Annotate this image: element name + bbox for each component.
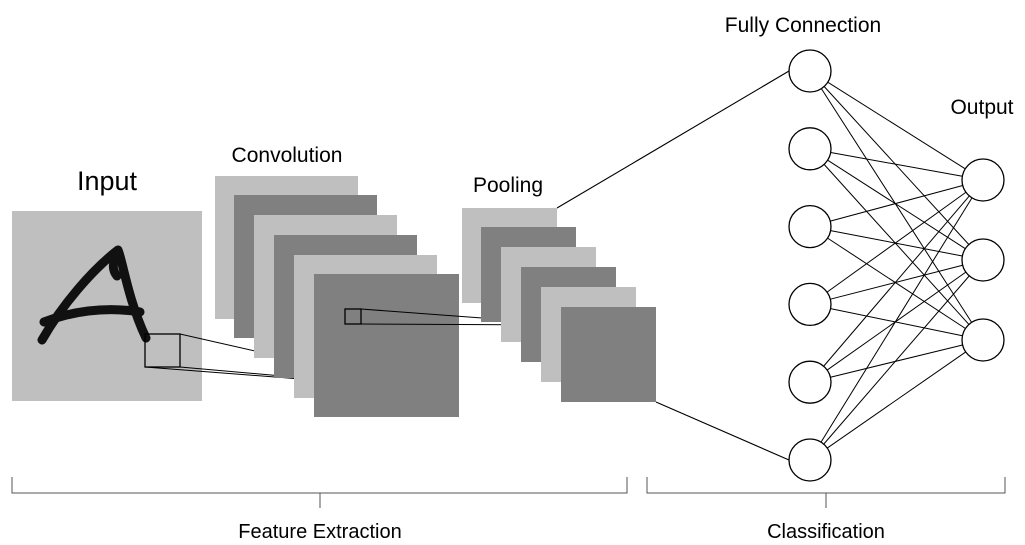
- network-edge: [823, 86, 970, 245]
- receptive-field-box: [144, 333, 181, 368]
- fully-connection-label: Fully Connection: [725, 14, 881, 37]
- flatten-line-bottom: [655, 401, 790, 461]
- pool-window-box: [344, 308, 362, 325]
- output-node: [961, 318, 1005, 362]
- network-edge: [820, 197, 973, 443]
- classification-brace: [646, 477, 1006, 508]
- fully-connected-node: [788, 282, 832, 327]
- network-edge: [830, 264, 963, 300]
- pooling-label: Pooling: [473, 174, 543, 197]
- fully-connected-node: [788, 438, 832, 482]
- convolution-label: Convolution: [232, 144, 343, 167]
- conv-feature-map: [314, 274, 459, 417]
- fully-connected-node: [788, 49, 832, 93]
- feature-extraction-brace: [11, 477, 628, 508]
- output-node: [961, 238, 1005, 282]
- classification-label: Classification: [767, 521, 885, 543]
- network-edge: [826, 351, 967, 449]
- network-edge: [830, 184, 963, 222]
- fully-connected-node: [788, 360, 832, 404]
- network-edge: [823, 195, 970, 367]
- network-edge: [823, 164, 970, 325]
- network-nodes: [788, 49, 1005, 482]
- network-edge: [826, 191, 967, 293]
- pool-feature-map: [561, 307, 656, 402]
- input-label: Input: [77, 166, 138, 196]
- flatten-line-top: [556, 70, 790, 209]
- network-edge: [830, 230, 963, 257]
- network-edge: [830, 308, 963, 337]
- pooling-stack: [462, 208, 656, 402]
- fully-connected-node: [788, 127, 832, 171]
- fully-connected-node: [788, 204, 832, 249]
- input-block: [12, 211, 419, 401]
- network-edges: [820, 81, 973, 449]
- handwritten-a-glyph: [37, 245, 151, 345]
- network-edge: [830, 344, 963, 378]
- network-edge: [827, 81, 966, 170]
- network-edge: [827, 159, 966, 250]
- network-edge: [827, 237, 966, 329]
- network-edge: [830, 152, 963, 177]
- output-node: [961, 158, 1005, 202]
- output-label: Output: [950, 96, 1013, 119]
- network-edge: [820, 88, 973, 323]
- convolution-stack: [215, 176, 577, 417]
- network-edge: [826, 271, 967, 371]
- network-edge: [823, 275, 970, 445]
- feature-extraction-label: Feature Extraction: [238, 521, 401, 543]
